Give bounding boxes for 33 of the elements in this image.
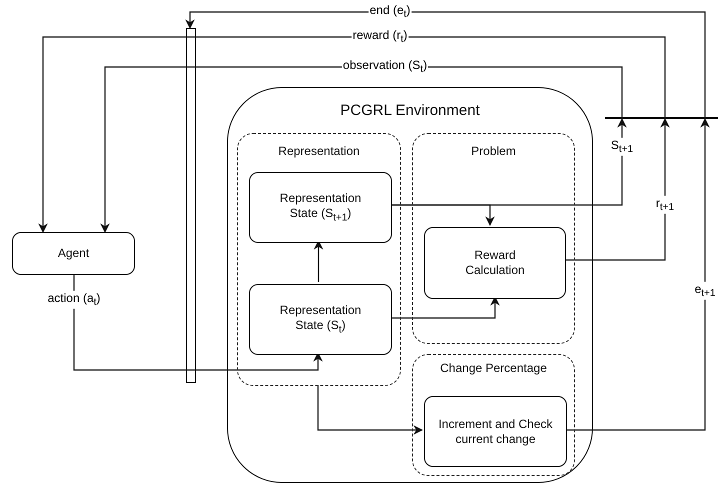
arrow bbox=[565, 118, 710, 431]
edge-label: r$_{t+1}$ bbox=[654, 196, 676, 214]
box-label: Representation State (S$_{t}$) bbox=[278, 302, 362, 336]
environment-container bbox=[227, 87, 593, 483]
arrow bbox=[314, 240, 324, 282]
box-label: Reward Calculation bbox=[464, 248, 526, 278]
box-label: Increment and Check current change bbox=[437, 416, 554, 446]
process-box bbox=[249, 172, 392, 243]
edge-label: action (a$_{t}$) bbox=[46, 290, 102, 310]
arrow bbox=[390, 296, 500, 319]
arrow bbox=[390, 118, 627, 206]
process-box bbox=[249, 284, 392, 355]
dashed-group bbox=[412, 354, 575, 476]
group-title: Change Percentage bbox=[439, 361, 548, 376]
process-box bbox=[424, 227, 566, 299]
dashed-group bbox=[412, 133, 575, 344]
group-title: PCGRL Environment bbox=[339, 102, 481, 121]
dashed-group bbox=[237, 133, 401, 386]
arrow bbox=[564, 118, 670, 261]
box-label: Agent bbox=[58, 246, 90, 261]
group-title: Representation bbox=[277, 144, 361, 159]
bar-line bbox=[605, 117, 718, 119]
arrow bbox=[73, 275, 323, 371]
process-box bbox=[424, 396, 567, 467]
arrow bbox=[38, 36, 666, 233]
box-label: Representation State (S$_{t+1}$) bbox=[278, 190, 362, 224]
interface-bar bbox=[186, 28, 196, 383]
group-title: Problem bbox=[470, 144, 517, 159]
process-box bbox=[12, 232, 135, 275]
edge-label: S$_{t+1}$ bbox=[610, 138, 634, 156]
arrow bbox=[317, 385, 423, 435]
arrow bbox=[185, 11, 706, 117]
edge-label: e$_{t+1}$ bbox=[694, 282, 716, 300]
